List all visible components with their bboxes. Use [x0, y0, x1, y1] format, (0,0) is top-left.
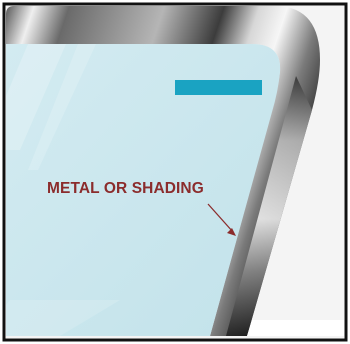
- callout-label: METAL OR SHADING: [47, 180, 204, 198]
- outside-area: [247, 320, 344, 336]
- accent-bar: [175, 80, 262, 95]
